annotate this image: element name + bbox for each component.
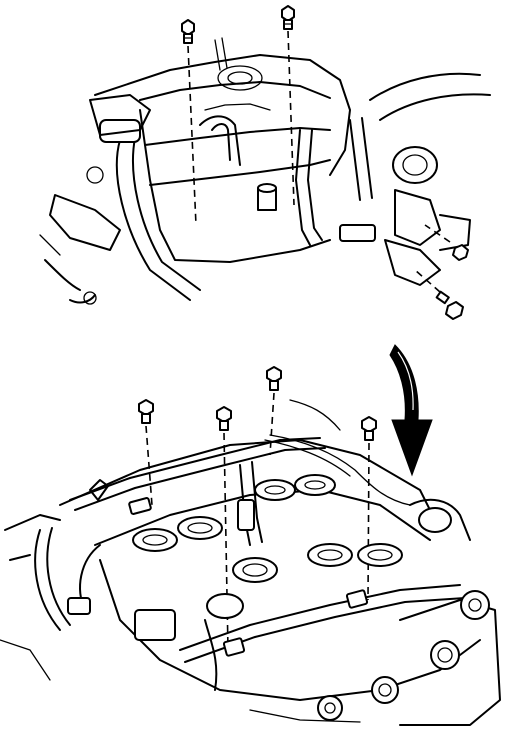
- bolt-leader-line: [287, 30, 295, 206]
- bolt-icon: [424, 224, 469, 261]
- timing-cover: [249, 590, 501, 726]
- bolt-icon: [181, 19, 195, 44]
- wiring-harness: [34, 434, 471, 691]
- intake-manifold-icon: [59, 439, 481, 701]
- bolt-leader-line: [269, 392, 275, 456]
- harness-connector-icon: [339, 72, 491, 286]
- lower-view: [0, 366, 501, 726]
- fuel-injector-icon: [69, 437, 466, 663]
- bolt-leader-line: [367, 442, 370, 601]
- bolt-icon: [216, 406, 232, 431]
- bolt-icon: [414, 269, 464, 320]
- engine-side-detail: [0, 399, 341, 681]
- bolt-icon: [138, 399, 154, 424]
- bolt-leader-line: [187, 45, 197, 226]
- upper-view: [39, 5, 491, 320]
- fuel-rail-icon: [49, 94, 373, 301]
- coolant-hose: [39, 234, 97, 305]
- bolt-icon: [281, 5, 295, 30]
- curved-arrow-down-icon: [389, 344, 433, 477]
- bolt-icon: [266, 366, 282, 391]
- cylinder-head: [94, 37, 351, 263]
- bolt-leader-line: [145, 425, 153, 506]
- bolt-icon: [361, 416, 377, 441]
